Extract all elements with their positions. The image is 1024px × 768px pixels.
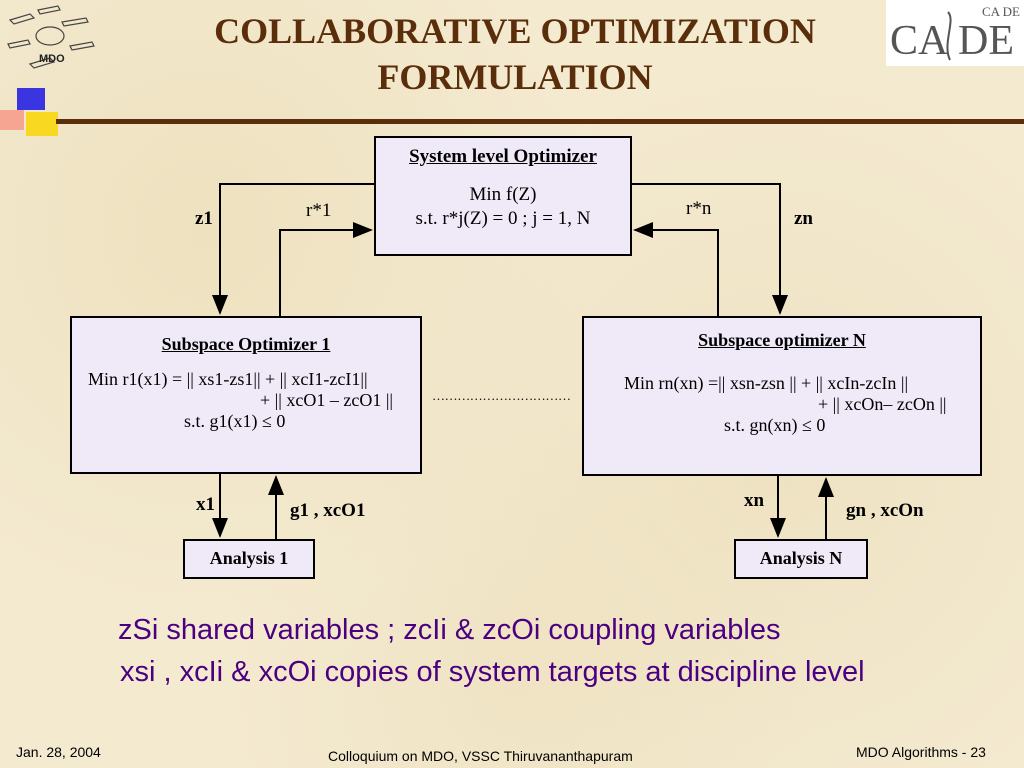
footer-section: MDO Algorithms - bbox=[856, 744, 971, 760]
subspace-1-constraint: s.t. g1(x1) ≤ 0 bbox=[184, 411, 286, 431]
subspace-optimizer-1-box: Subspace Optimizer 1 Min r1(x1) = || xs1… bbox=[70, 316, 422, 474]
system-objective: Min f(Z) bbox=[469, 184, 537, 205]
footer-center: Colloquium on MDO, VSSC Thiruvananthapur… bbox=[328, 748, 633, 764]
subspace-1-heading: Subspace Optimizer 1 bbox=[161, 334, 331, 354]
label-x1: x1 bbox=[196, 494, 215, 515]
subspace-optimizer-n-box: Subspace optimizer N Min rn(xn) =|| xsn-… bbox=[582, 316, 982, 476]
mdo-logo: MDO bbox=[0, 0, 100, 76]
legend-line-2: xsi , xcIi & xcOi copies of system targe… bbox=[120, 656, 865, 688]
label-z1: z1 bbox=[195, 208, 213, 229]
subspace-n-objective: Min rn(xn) =|| xsn-zsn || + || xcIn-zcIn… bbox=[624, 373, 909, 393]
title-line-1: COLLABORATIVE OPTIMIZATION bbox=[214, 11, 816, 51]
system-optimizer-heading: System level Optimizer bbox=[409, 146, 597, 167]
subspace-n-heading: Subspace optimizer N bbox=[698, 330, 866, 350]
label-xn: xn bbox=[744, 490, 765, 511]
slide-title: COLLABORATIVE OPTIMIZATION FORMULATION bbox=[120, 8, 910, 100]
footer-page-number: 23 bbox=[970, 744, 986, 760]
arrow-r1 bbox=[279, 222, 373, 316]
subspace-n-constraint: s.t. gn(xn) ≤ 0 bbox=[724, 415, 826, 435]
analysis-n-box: Analysis N bbox=[734, 539, 868, 579]
svg-text:CA: CA bbox=[890, 18, 949, 64]
label-rn: r*n bbox=[686, 198, 712, 219]
accent-yellow-square bbox=[26, 112, 58, 136]
subspace-n-objective-cont: + || xcOn– zcOn || bbox=[818, 394, 947, 414]
footer-date: Jan. 28, 2004 bbox=[16, 744, 101, 760]
arrow-rn bbox=[633, 222, 719, 316]
svg-text:DE: DE bbox=[958, 18, 1014, 64]
label-gn: gn , xcOn bbox=[846, 500, 924, 521]
svg-text:CA DE: CA DE bbox=[982, 4, 1020, 19]
label-zn: zn bbox=[794, 208, 813, 229]
footer-page: MDO Algorithms - 23 bbox=[856, 744, 986, 760]
subspace-1-objective-cont: + || xcO1 – zcO1 || bbox=[260, 390, 394, 410]
accent-blue-square bbox=[17, 88, 45, 110]
arrow-z1 bbox=[212, 183, 374, 315]
analysis-1-box: Analysis 1 bbox=[183, 539, 315, 579]
cade-logo: CA DE CA DE bbox=[886, 0, 1024, 66]
accent-red-square bbox=[0, 110, 24, 130]
subspace-1-objective: Min r1(x1) = || xs1-zs1|| + || xcI1-zcI1… bbox=[88, 369, 368, 389]
label-g1: g1 , xcO1 bbox=[290, 500, 366, 521]
system-optimizer-box: System level Optimizer Min f(Z) s.t. r*j… bbox=[374, 136, 632, 256]
ellipsis-dots: …………………………… bbox=[432, 388, 571, 403]
title-line-2: FORMULATION bbox=[377, 57, 653, 97]
label-r1: r*1 bbox=[306, 200, 332, 221]
title-rule bbox=[56, 119, 1024, 124]
legend-line-1: zSi shared variables ; zcIi & zcOi coupl… bbox=[118, 614, 781, 646]
svg-text:MDO: MDO bbox=[39, 53, 65, 65]
system-constraint: s.t. r*j(Z) = 0 ; j = 1, N bbox=[415, 208, 591, 229]
